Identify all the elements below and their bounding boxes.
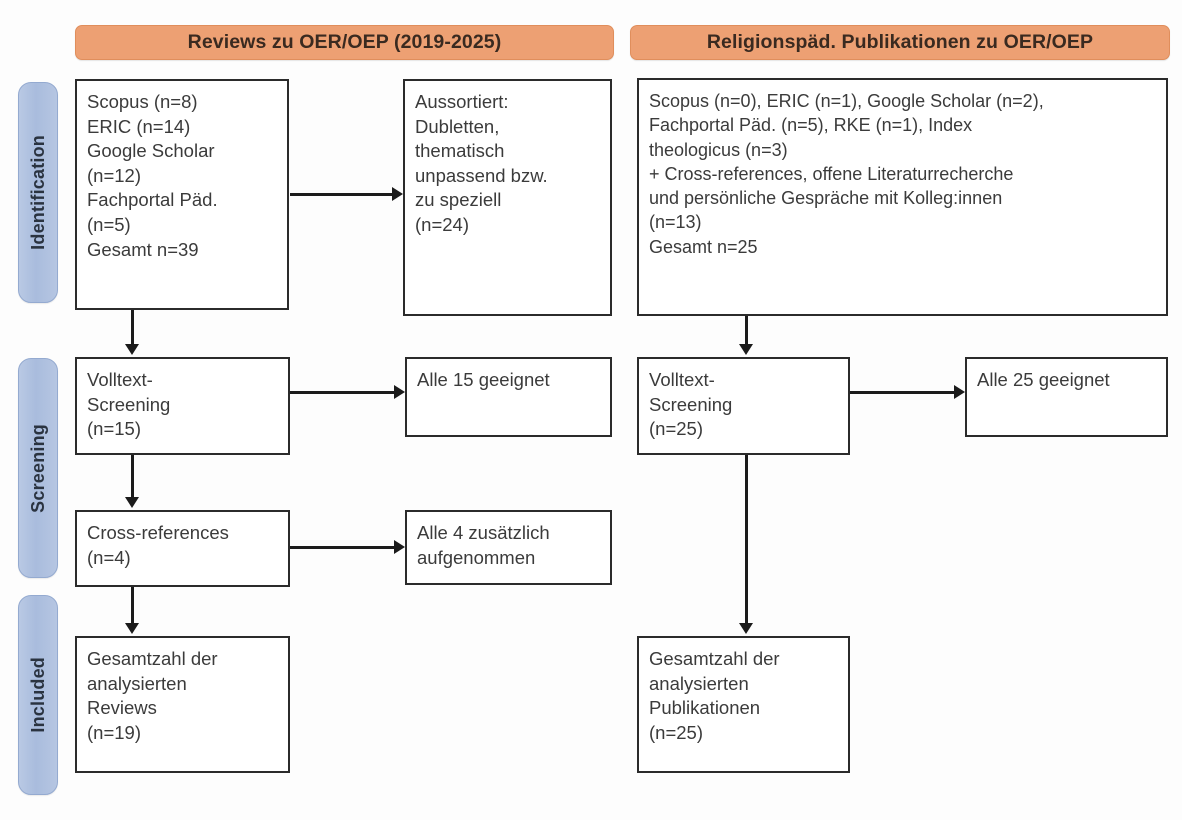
stage-label-screening: Screening: [18, 358, 58, 578]
stage-label-identification: Identification: [18, 82, 58, 303]
arrowhead-left-crossrefs-to-included: [125, 623, 139, 634]
stage-label-included-text: Included: [27, 657, 48, 733]
connector-right-sources-to-fulltext: [745, 316, 748, 346]
box-right-identification-sources: Scopus (n=0), ERIC (n=1), Google Scholar…: [637, 78, 1168, 316]
box-right-screening-fulltext: Volltext- Screening (n=25): [637, 357, 850, 455]
arrowhead-left-sources-to-excluded: [392, 187, 403, 201]
connector-left-sources-to-excluded: [290, 193, 392, 196]
box-left-screening-crossrefs-result: Alle 4 zusätzlich aufgenommen: [405, 510, 612, 585]
box-left-screening-crossrefs: Cross-references (n=4): [75, 510, 290, 587]
connector-left-fulltext-to-result: [290, 391, 394, 394]
column-header-left: Reviews zu OER/OEP (2019-2025): [75, 25, 614, 60]
connector-right-fulltext-to-result: [850, 391, 954, 394]
connector-right-fulltext-to-included: [745, 455, 748, 625]
arrowhead-right-fulltext-to-result: [954, 385, 965, 399]
box-left-identification-sources: Scopus (n=8) ERIC (n=14) Google Scholar …: [75, 79, 289, 310]
connector-left-sources-to-fulltext: [131, 310, 134, 346]
arrowhead-right-sources-to-fulltext: [739, 344, 753, 355]
arrowhead-right-fulltext-to-included: [739, 623, 753, 634]
box-left-screening-fulltext-result: Alle 15 geeignet: [405, 357, 612, 437]
column-header-right: Religionspäd. Publikationen zu OER/OEP: [630, 25, 1170, 60]
arrowhead-left-sources-to-fulltext: [125, 344, 139, 355]
connector-left-crossrefs-to-included: [131, 587, 134, 625]
arrowhead-left-fulltext-to-result: [394, 385, 405, 399]
arrowhead-left-fulltext-to-crossrefs: [125, 497, 139, 508]
stage-label-identification-text: Identification: [27, 135, 48, 250]
box-left-identification-excluded: Aussortiert: Dubletten, thematisch unpas…: [403, 79, 612, 316]
box-right-included-total: Gesamtzahl der analysierten Publikatione…: [637, 636, 850, 773]
stage-label-screening-text: Screening: [27, 423, 48, 513]
connector-left-crossrefs-to-result: [290, 546, 394, 549]
box-left-included-total: Gesamtzahl der analysierten Reviews (n=1…: [75, 636, 290, 773]
stage-label-included: Included: [18, 595, 58, 795]
connector-left-fulltext-to-crossrefs: [131, 455, 134, 499]
arrowhead-left-crossrefs-to-result: [394, 540, 405, 554]
box-left-screening-fulltext: Volltext- Screening (n=15): [75, 357, 290, 455]
box-right-screening-fulltext-result: Alle 25 geeignet: [965, 357, 1168, 437]
